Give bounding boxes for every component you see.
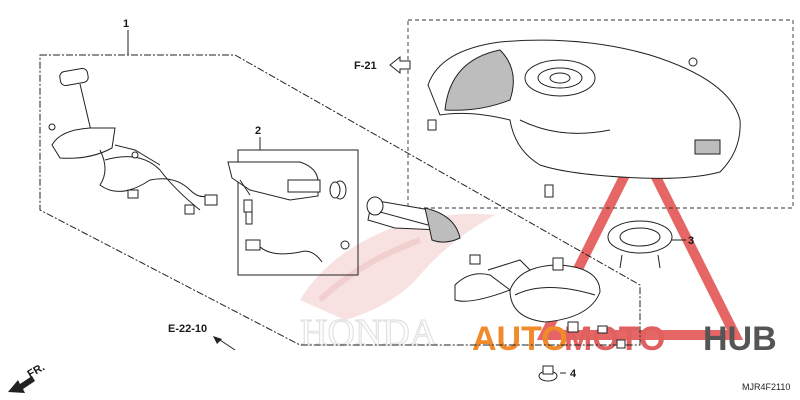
- honda-wing-watermark: HONDA: [299, 213, 495, 355]
- logo-moto-text: MOTO: [564, 320, 665, 358]
- ref-3: 3: [688, 235, 694, 247]
- fuel-tank: [427, 39, 741, 198]
- e2210-leader: [219, 339, 236, 351]
- automotohub-logo: AUTO MOTO HUB: [472, 133, 777, 358]
- pump-base-plate: [454, 254, 626, 349]
- ref-1: 1: [123, 18, 129, 30]
- front-direction-arrow-icon: [8, 376, 35, 393]
- logo-hub-text: HUB: [703, 320, 777, 358]
- ref-e2210: E-22-10: [168, 323, 207, 335]
- ref-4: 4: [570, 368, 577, 380]
- f21-arrow-icon: [389, 55, 411, 75]
- part-2-components: [227, 161, 350, 263]
- part-2-box: [237, 149, 359, 276]
- part-1-outline: [39, 54, 641, 346]
- fuel-level-sender: [48, 67, 218, 215]
- e2210-arrow-icon: [213, 336, 222, 344]
- fuel-tank-box: [407, 19, 794, 209]
- part-4-nut: [538, 365, 558, 382]
- fr-label: FR.: [26, 361, 47, 380]
- ref-2: 2: [255, 125, 261, 137]
- honda-watermark-text: HONDA: [300, 312, 438, 354]
- logo-auto-text: AUTO: [472, 320, 568, 358]
- ref-f21: F-21: [354, 60, 377, 72]
- diagram-code: MJR4F2110: [742, 382, 790, 392]
- part-3-ring: [607, 220, 673, 269]
- fuel-pump: [366, 196, 461, 243]
